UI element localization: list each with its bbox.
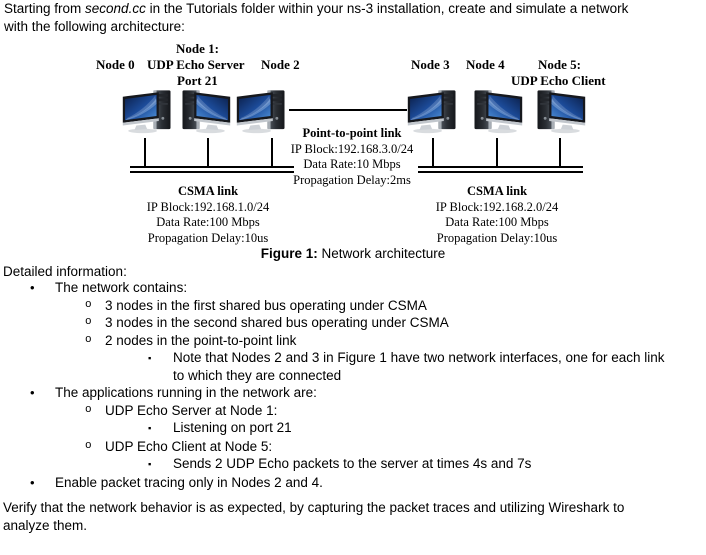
csma-left-ip-block: IP Block:192.168.1.0/24 bbox=[146, 199, 270, 214]
list-item: ▪ Note that Nodes 2 and 3 in Figure 1 hav… bbox=[0, 349, 706, 384]
list-item-text: Note that Nodes 2 and 3 in Figure 1 have… bbox=[173, 350, 665, 383]
label-node3: Node 3 bbox=[411, 57, 450, 72]
drop-line-node2 bbox=[271, 138, 273, 168]
closing-text-line1: Verify that the network behavior is as e… bbox=[3, 500, 625, 515]
list-item-text: Enable packet tracing only in Nodes 2 an… bbox=[55, 474, 323, 490]
csma-right-propagation-delay: Propagation Delay:10us bbox=[436, 230, 558, 245]
label-udp-echo-client: UDP Echo Client bbox=[511, 73, 606, 88]
csma-right-info: CSMA link IP Block:192.168.2.0/24 Data R… bbox=[417, 184, 577, 246]
p2p-link-line bbox=[289, 109, 407, 111]
circle-bullet-icon: o bbox=[85, 316, 92, 328]
computer-icon-node2 bbox=[236, 90, 285, 134]
drop-line-node4 bbox=[496, 138, 498, 168]
computer-icon-node3 bbox=[407, 90, 456, 134]
list-item-text: 3 nodes in the first shared bus operatin… bbox=[105, 297, 427, 313]
drop-line-node1 bbox=[207, 138, 209, 168]
computer-icon-node1 bbox=[182, 90, 231, 134]
bullet-icon: • bbox=[30, 385, 35, 400]
list-item-text: Sends 2 UDP Echo packets to the server a… bbox=[173, 456, 532, 471]
csma-left-data-rate: Data Rate:100 Mbps bbox=[156, 215, 260, 229]
drop-line-node3 bbox=[432, 138, 434, 168]
square-bullet-icon: ▪ bbox=[148, 423, 152, 434]
intro-filename: second.cc bbox=[85, 1, 146, 16]
details-heading: Detailed information: bbox=[3, 264, 127, 279]
figure-caption: Figure 1: Network architecture bbox=[0, 246, 706, 261]
list-item-text: Listening on port 21 bbox=[173, 420, 292, 435]
label-port-21: Port 21 bbox=[177, 73, 218, 88]
csma-left-info: CSMA link IP Block:192.168.1.0/24 Data R… bbox=[128, 184, 288, 246]
circle-bullet-icon: o bbox=[85, 403, 92, 416]
figure-caption-number: Figure 1: bbox=[260, 246, 318, 261]
list-item: • The applications running in the network… bbox=[0, 384, 706, 402]
computer-icon-node5 bbox=[537, 90, 586, 134]
list-item: o 2 nodes in the point-to-point link bbox=[0, 332, 706, 350]
label-node2: Node 2 bbox=[261, 57, 300, 72]
p2p-data-rate: Data Rate:10 Mbps bbox=[303, 157, 401, 171]
computer-icon-node4 bbox=[474, 90, 523, 134]
p2p-link-info: Point-to-point link IP Block:192.168.3.0… bbox=[272, 126, 432, 188]
list-item: • Enable packet tracing only in Nodes 2 a… bbox=[0, 474, 706, 492]
csma-right-title: CSMA link bbox=[466, 184, 528, 198]
bullet-icon: • bbox=[30, 280, 35, 295]
label-node1: Node 1: bbox=[176, 41, 219, 56]
intro-text-suffix: in the Tutorials folder within your ns-3… bbox=[145, 1, 629, 16]
circle-bullet-icon: o bbox=[85, 298, 92, 311]
closing-paragraph: Verify that the network behavior is as e… bbox=[3, 499, 703, 534]
list-item: ▪ Sends 2 UDP Echo packets to the server … bbox=[0, 455, 706, 474]
csma-left-title: CSMA link bbox=[177, 184, 239, 198]
csma-right-data-rate: Data Rate:100 Mbps bbox=[445, 215, 549, 229]
p2p-ip-block: IP Block:192.168.3.0/24 bbox=[290, 141, 414, 156]
figure-caption-text: Network architecture bbox=[317, 246, 446, 261]
csma-bus-left bbox=[130, 166, 294, 173]
list-item-text: The network contains: bbox=[55, 280, 188, 295]
list-item-text: 2 nodes in the point-to-point link bbox=[105, 332, 297, 348]
circle-bullet-icon: o bbox=[85, 439, 92, 452]
circle-bullet-icon: o bbox=[85, 333, 92, 346]
label-udp-echo-server: UDP Echo Server bbox=[147, 57, 245, 72]
list-item-text: The applications running in the network … bbox=[55, 385, 317, 400]
list-item: o UDP Echo Server at Node 1: bbox=[0, 402, 706, 420]
csma-bus-right bbox=[418, 166, 583, 173]
computer-icon-node0 bbox=[122, 90, 171, 134]
bullet-icon: • bbox=[30, 474, 35, 490]
drop-line-node0 bbox=[144, 138, 146, 168]
intro-text-prefix: Starting from bbox=[4, 1, 86, 16]
p2p-propagation-delay: Propagation Delay:2ms bbox=[293, 172, 411, 187]
intro-text-line2: with the following architecture: bbox=[4, 18, 185, 34]
drop-line-node5 bbox=[559, 138, 561, 168]
details-list: • The network contains: o 3 nodes in the f… bbox=[0, 279, 706, 491]
list-item: ▪ Listening on port 21 bbox=[0, 419, 706, 438]
square-bullet-icon: ▪ bbox=[148, 353, 152, 364]
label-node5: Node 5: bbox=[538, 57, 581, 72]
label-node0: Node 0 bbox=[96, 57, 135, 72]
list-item-text: UDP Echo Client at Node 5: bbox=[105, 438, 273, 454]
list-item: • The network contains: bbox=[0, 279, 706, 297]
list-item: o 3 nodes in the first shared bus operati… bbox=[0, 297, 706, 315]
list-item-text: UDP Echo Server at Node 1: bbox=[105, 402, 278, 418]
p2p-title: Point-to-point link bbox=[302, 126, 402, 140]
list-item: o 3 nodes in the second shared bus operat… bbox=[0, 314, 706, 332]
intro-paragraph: Starting from second.cc in the Tutorials… bbox=[4, 0, 704, 35]
square-bullet-icon: ▪ bbox=[148, 459, 152, 470]
csma-left-propagation-delay: Propagation Delay:10us bbox=[147, 230, 269, 245]
list-item: o UDP Echo Client at Node 5: bbox=[0, 438, 706, 456]
closing-text-line2: analyze them. bbox=[3, 517, 88, 533]
list-item-text: 3 nodes in the second shared bus operati… bbox=[105, 315, 449, 330]
label-node4: Node 4 bbox=[466, 57, 505, 72]
csma-right-ip-block: IP Block:192.168.2.0/24 bbox=[435, 199, 559, 214]
